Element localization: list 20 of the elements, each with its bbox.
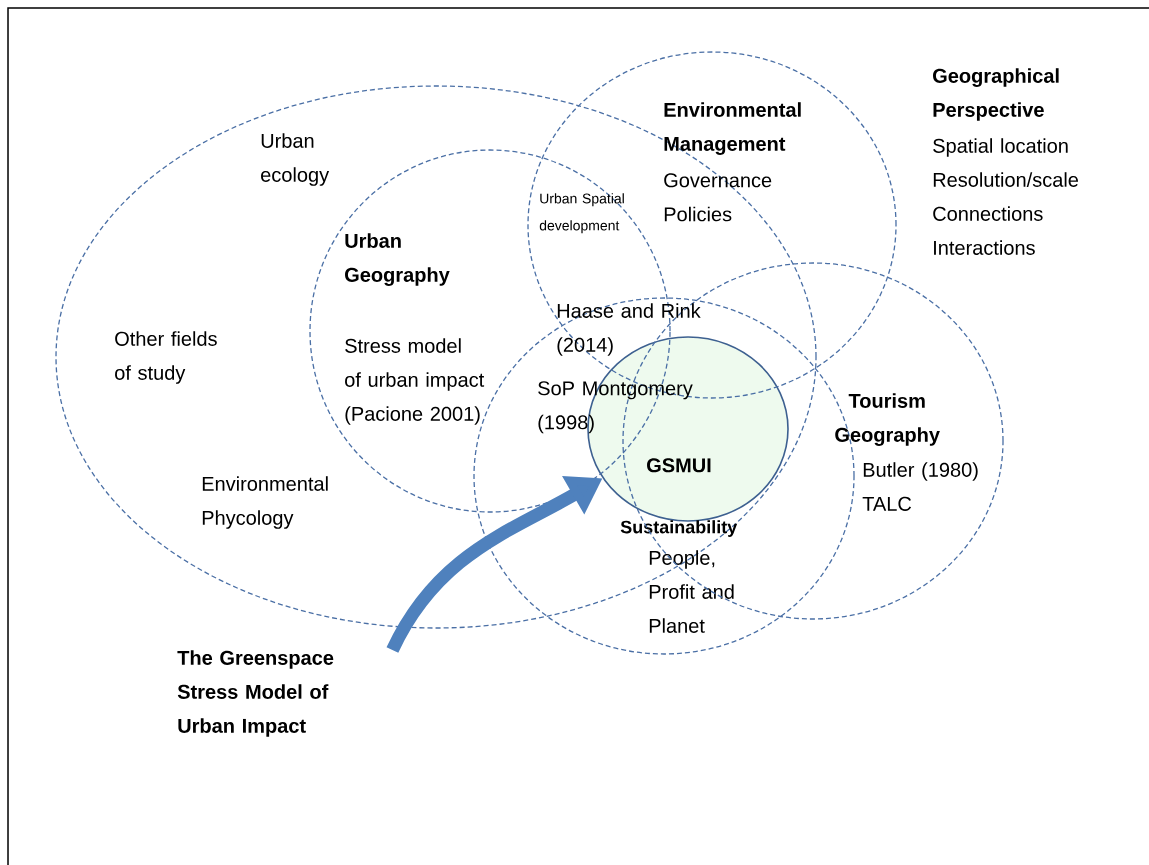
circle-heading: Tourism Geography [835, 393, 940, 446]
label: Urban Spatial development [539, 193, 624, 234]
label: Interactions [934, 240, 1035, 255]
circle-text: Butler (1980) TALC [862, 462, 978, 511]
circle-heading: Environmental Management [664, 102, 801, 155]
label: Haase and Rink (2014) [557, 303, 701, 356]
circle-text: Stress model of urban impact (Pacione 2001) [345, 338, 485, 425]
label: Spatial location [933, 138, 1068, 157]
circle-text: Other fields of study [115, 331, 217, 384]
circle-heading: Sustainability [620, 520, 738, 537]
label: Connections [933, 206, 1043, 221]
circle-heading: Urban Geography [345, 233, 450, 286]
circle-text: People, Profit and Planet [649, 550, 734, 633]
circle-text: Urban ecology [261, 133, 330, 186]
circle-text: Governance Policies [664, 173, 772, 222]
circle-text: Environmental Phycology [202, 476, 328, 529]
circle-heading: GSMUI [647, 458, 711, 473]
label: Resolution/scale [933, 172, 1079, 187]
model-title: The Greenspace Stress Model of Urban Impact [177, 650, 334, 737]
heading: Geographical Perspective [933, 68, 1059, 121]
